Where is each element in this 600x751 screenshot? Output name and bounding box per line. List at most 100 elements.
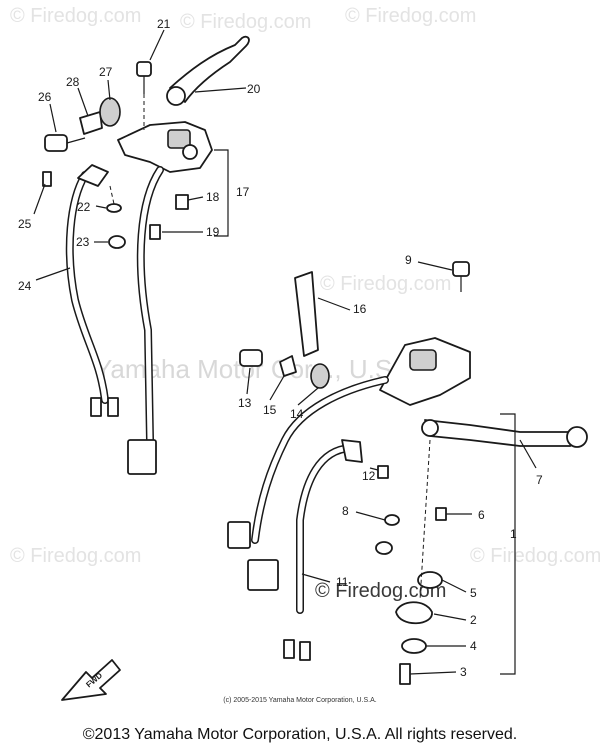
bolt-26 <box>44 134 68 152</box>
callout-28: 28 <box>66 75 80 89</box>
watermark-center: © Firedog.com <box>315 580 446 602</box>
callout-1: 1 <box>510 527 517 541</box>
right-assembly <box>227 261 588 685</box>
screw-18 <box>175 194 189 210</box>
watermark-top-right: © Firedog.com <box>345 5 476 27</box>
callout-7: 7 <box>536 473 543 487</box>
leader-14 <box>297 387 319 406</box>
callout-5: 5 <box>470 586 477 600</box>
screw-3 <box>399 663 411 685</box>
screw-19 <box>149 224 161 240</box>
connector-right-a <box>227 521 251 549</box>
callout-26: 26 <box>38 90 52 104</box>
fwd-arrow: FWD <box>61 659 121 701</box>
callout-9: 9 <box>405 253 412 267</box>
left-assembly <box>42 35 250 475</box>
leader-8 <box>355 511 386 521</box>
callout-20: 20 <box>247 82 261 96</box>
connector-right-b <box>247 559 279 591</box>
callout-18: 18 <box>206 190 220 204</box>
leader-12 <box>369 467 379 471</box>
callout-25: 25 <box>18 217 32 231</box>
reservoir-2 <box>395 601 433 625</box>
dash-22 <box>109 185 115 205</box>
watermark-lower-left: © Firedog.com <box>10 545 141 567</box>
callout-19: 19 <box>206 225 220 239</box>
callout-24: 24 <box>18 279 32 293</box>
callout-17: 17 <box>236 185 250 199</box>
fwd-arrow-shape <box>61 659 121 701</box>
callout-8: 8 <box>342 504 349 518</box>
spade-d <box>299 641 311 661</box>
watermark-mid-right: © Firedog.com <box>320 273 451 295</box>
leader-lines <box>33 29 537 675</box>
band-16 <box>294 271 319 357</box>
leader-26 <box>49 103 57 133</box>
callout-3: 3 <box>460 665 467 679</box>
leader-13 <box>246 367 251 395</box>
leader-9 <box>417 261 453 271</box>
leader-18 <box>187 196 204 201</box>
brake-lever <box>424 419 581 447</box>
leader-24 <box>35 267 71 281</box>
callout-11: 11 <box>336 575 349 589</box>
connector-left <box>127 439 157 475</box>
callout-2: 2 <box>470 613 477 627</box>
leader-11 <box>301 573 331 583</box>
watermark-top-left: © Firedog.com <box>10 5 141 27</box>
callout-13: 13 <box>238 396 252 410</box>
brake-lever-pivot <box>421 419 439 437</box>
dash-master <box>419 439 431 601</box>
gear-27 <box>99 97 121 127</box>
leader-20 <box>194 87 247 93</box>
washer-22 <box>106 203 122 213</box>
leader-7 <box>519 439 537 469</box>
cable-24-inner <box>67 172 108 403</box>
nut-center <box>375 541 393 555</box>
leader-3 <box>409 671 457 675</box>
leader-22 <box>95 205 107 209</box>
watermark-lower-right: © Firedog.com <box>470 545 600 567</box>
lever-ball <box>566 426 588 448</box>
washer-8 <box>384 514 400 526</box>
spade-c <box>283 639 295 659</box>
callout-15: 15 <box>263 403 277 417</box>
leader-21 <box>149 29 165 61</box>
main-harness-inner <box>138 167 163 443</box>
leader-27 <box>107 79 111 101</box>
left-switch-housing <box>117 121 213 173</box>
screw-6 <box>435 507 447 521</box>
plate-28 <box>79 111 103 135</box>
right-harness-inner <box>252 377 388 543</box>
small-copyright: (c) 2005-2015 Yamaha Motor Corporation, … <box>223 697 377 704</box>
callout-23: 23 <box>76 235 90 249</box>
switch-12-body <box>341 439 363 463</box>
callout-6: 6 <box>478 508 485 522</box>
screw-12 <box>377 465 389 479</box>
bracket-15 <box>279 355 297 377</box>
diaphragm-4 <box>401 638 427 654</box>
lever-pivot <box>166 86 186 106</box>
pivot-bolt-head <box>136 61 152 77</box>
bolt-13 <box>239 349 263 367</box>
spade-b <box>107 397 119 417</box>
spade-a <box>90 397 102 417</box>
callout-14: 14 <box>290 407 304 421</box>
leader-25 <box>33 183 46 215</box>
callout-21: 21 <box>157 17 171 31</box>
callout-16: 16 <box>353 302 367 316</box>
callout-22: 22 <box>77 200 91 214</box>
callout-labels: 21 20 27 28 26 17 18 19 22 25 23 24 9 16… <box>18 17 543 679</box>
leader-2 <box>433 613 467 621</box>
leader-5 <box>441 579 467 593</box>
right-switch-housing <box>379 337 471 406</box>
leader-28 <box>77 87 89 117</box>
clutch-lever <box>169 35 250 103</box>
nut-23 <box>108 235 126 249</box>
left-switch-button <box>167 129 191 149</box>
callout-27: 27 <box>99 65 113 79</box>
bracket-17 <box>214 149 229 237</box>
screw-25 <box>42 171 52 187</box>
